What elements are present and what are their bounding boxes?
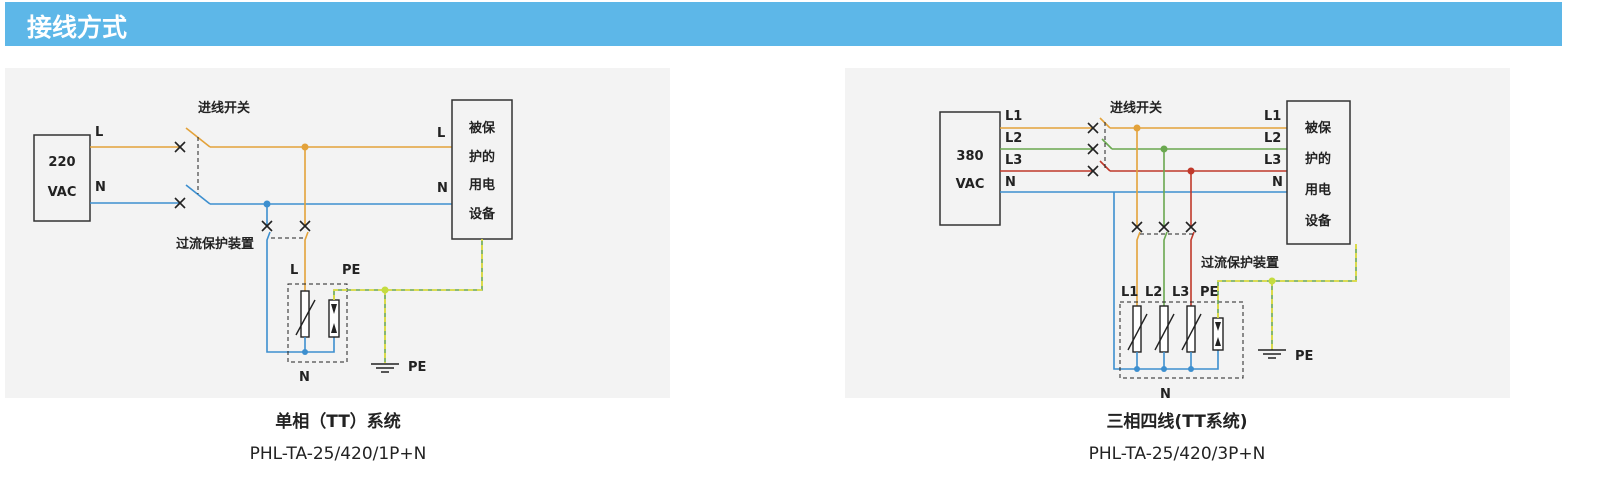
source-box [939, 111, 1001, 226]
junction-l2 [1160, 145, 1168, 153]
load-text: 用电 [468, 177, 495, 193]
source-label-l3: L3 [1005, 153, 1022, 168]
load-label-n: N [1272, 175, 1283, 190]
load-text: 被保 [1304, 120, 1332, 136]
switch-label: 进线开关 [198, 100, 250, 116]
l1-branch [1136, 128, 1141, 306]
l2-branch [1163, 149, 1168, 306]
spd-label-n: N [299, 370, 310, 385]
three-phase-diagram: 380 VAC L1 L2 L3 N 进线开关 被保 护的 用电 设备 L1 L… [845, 68, 1510, 464]
l2-wire [1000, 138, 1287, 150]
spd-box [287, 283, 348, 363]
load-label-l2: L2 [1264, 131, 1281, 146]
source-unit: VAC [956, 177, 985, 192]
n-branch [266, 204, 335, 353]
pe-wire-stripe [333, 239, 483, 300]
spd-label-pe: PE [1200, 285, 1218, 300]
section-title: 接线方式 [27, 13, 128, 42]
spd-label-pe: PE [342, 263, 360, 278]
varistor-icon [1154, 305, 1175, 372]
varistor-icon [1181, 305, 1202, 372]
spd-label-l2: L2 [1145, 285, 1162, 300]
diagram-caption: 单相（TT）系统 [275, 411, 401, 432]
spd-box [1119, 301, 1244, 379]
spd-label-l1: L1 [1121, 285, 1138, 300]
l3-branch [1190, 171, 1195, 306]
ground-label: PE [408, 360, 426, 375]
l-branch [304, 147, 309, 291]
gdt-arrows [331, 304, 337, 333]
source-voltage: 220 [48, 155, 75, 170]
diagram-panel [5, 68, 670, 398]
gdt-arrows [1215, 322, 1221, 346]
junction-l3 [1187, 167, 1195, 175]
source-unit: VAC [48, 185, 77, 200]
load-label-l: L [437, 126, 445, 141]
diagram-panel [845, 68, 1510, 398]
load-text: 用电 [1304, 182, 1331, 198]
load-text: 护的 [1305, 151, 1331, 167]
load-label-l1: L1 [1264, 109, 1281, 124]
load-text: 设备 [469, 206, 496, 222]
varistor-icon [1127, 305, 1148, 372]
model-number: PHL-TA-25/420/3P+N [1089, 444, 1266, 464]
section-title-bar: 接线方式 [5, 2, 1562, 46]
source-voltage: 380 [956, 149, 983, 164]
source-label-n: N [1005, 175, 1016, 190]
source-label-n: N [95, 180, 106, 195]
ground-label: PE [1295, 349, 1313, 364]
spd-label-l: L [290, 263, 298, 278]
switch-label: 进线开关 [1110, 100, 1162, 116]
load-text: 护的 [469, 149, 495, 165]
overcurrent-label: 过流保护装置 [176, 236, 254, 252]
source-label-l: L [95, 125, 103, 140]
junction-spd-n [302, 349, 308, 355]
source-box [33, 134, 91, 222]
junction-pe [1268, 277, 1276, 285]
single-phase-diagram: 220 VAC L N 进线开关 被保 护的 用电 设备 L N 过流保护装置 [5, 68, 670, 464]
source-label-l2: L2 [1005, 131, 1022, 146]
diagram-caption: 三相四线(TT系统) [1106, 411, 1247, 432]
switch-blade-n [185, 184, 211, 205]
load-text: 被保 [468, 120, 496, 136]
load-box [1286, 100, 1351, 245]
pe-wire-stripe [1217, 244, 1357, 318]
junction-pe [381, 286, 389, 294]
load-label-n: N [437, 181, 448, 196]
n-wire [90, 202, 452, 205]
spd-label-n: N [1160, 387, 1171, 402]
source-label-l1: L1 [1005, 109, 1022, 124]
varistor-slash [295, 299, 316, 336]
load-label-l3: L3 [1264, 153, 1281, 168]
spd-label-l3: L3 [1172, 285, 1189, 300]
load-text: 设备 [1305, 213, 1332, 229]
overcurrent-label: 过流保护装置 [1201, 255, 1279, 271]
junction-l1 [1133, 124, 1141, 132]
model-number: PHL-TA-25/420/1P+N [250, 444, 427, 464]
